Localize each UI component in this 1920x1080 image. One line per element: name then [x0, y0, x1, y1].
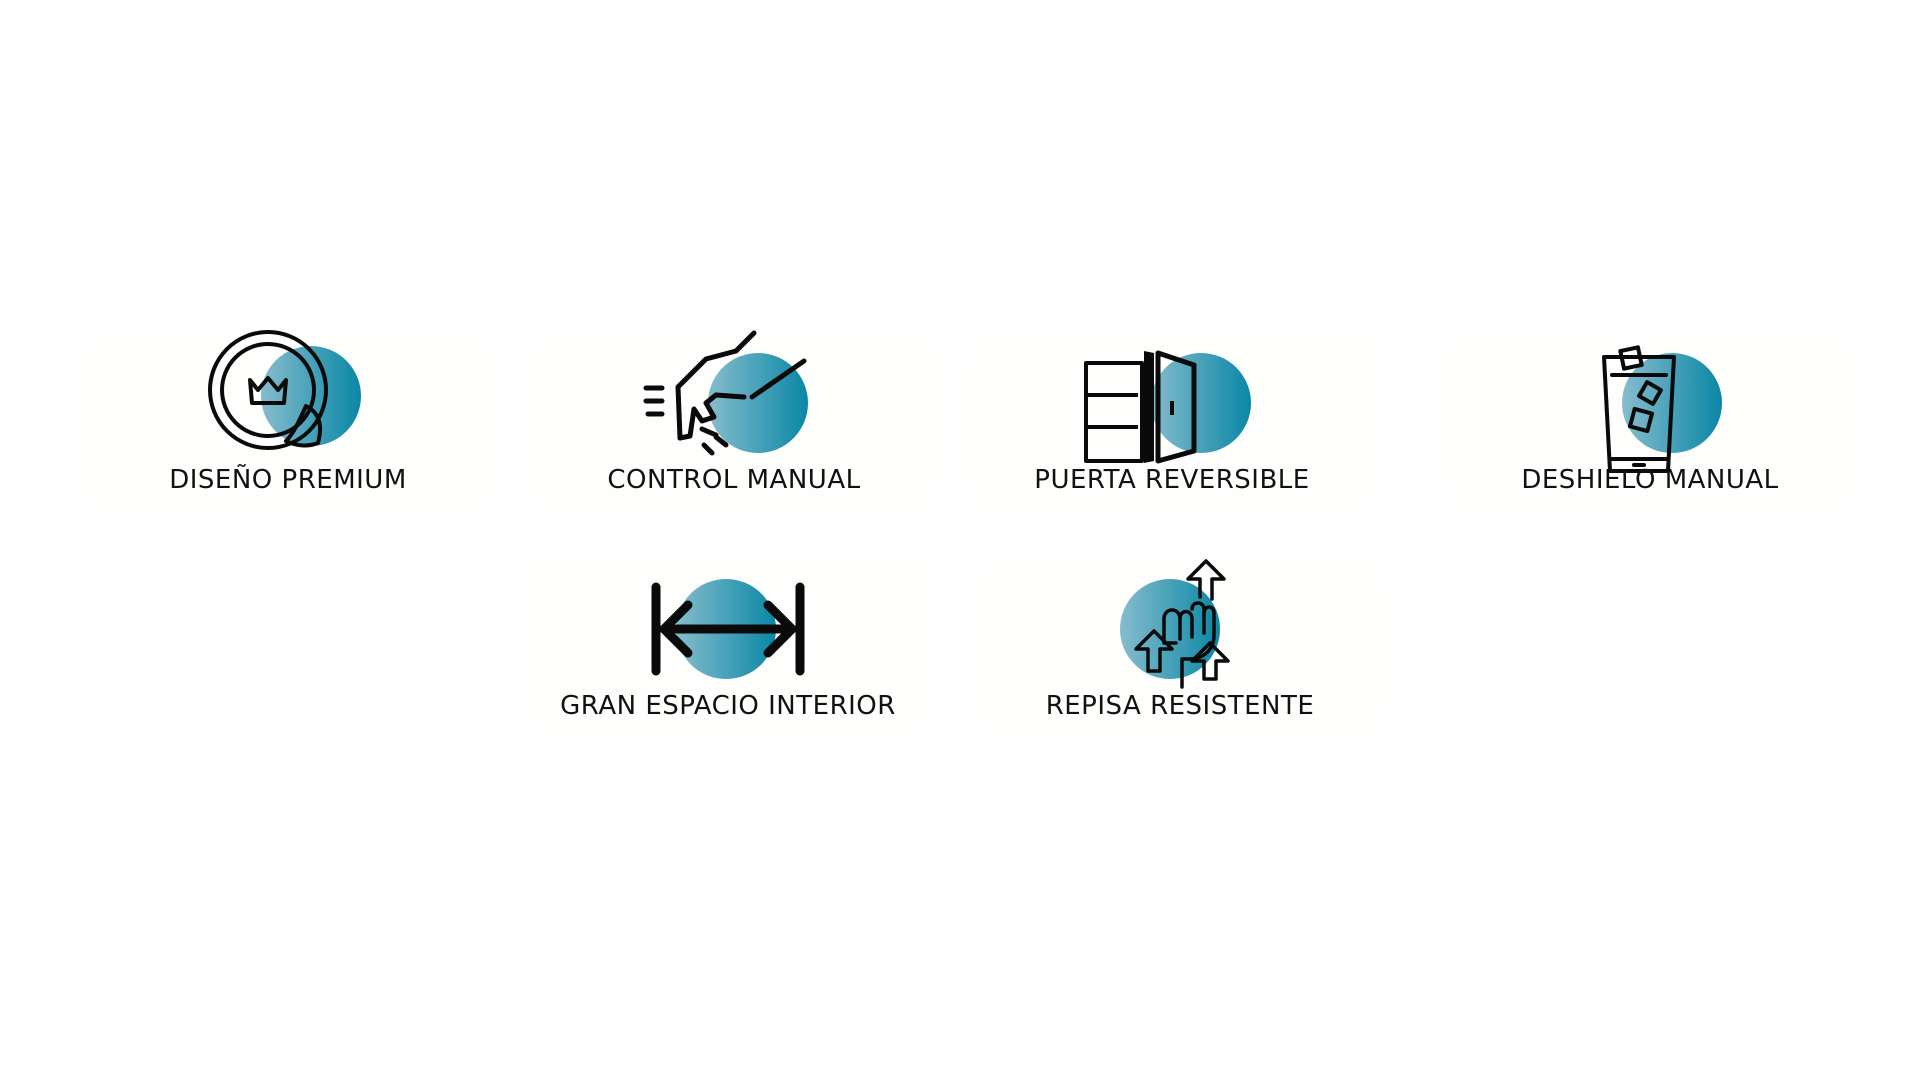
- feature-label: DISEÑO PREMIUM: [169, 465, 407, 495]
- feature-label: DESHIELO MANUAL: [1521, 465, 1779, 495]
- reversible-door-icon: [962, 325, 1382, 464]
- feature-card-diseno-premium: DISEÑO PREMIUM: [78, 325, 498, 515]
- hand-dial-icon: [524, 325, 944, 456]
- glass-ice-icon: [1440, 325, 1860, 473]
- feature-label: GRAN ESPACIO INTERIOR: [560, 691, 896, 721]
- feature-card-gran-espacio-interior: GRAN ESPACIO INTERIOR: [518, 551, 938, 741]
- feature-label: CONTROL MANUAL: [607, 465, 861, 495]
- wide-space-arrows-icon: [518, 551, 938, 681]
- feature-card-puerta-reversible: PUERTA REVERSIBLE: [962, 325, 1382, 515]
- feature-card-control-manual: CONTROL MANUAL: [524, 325, 944, 515]
- feature-card-deshielo-manual: DESHIELO MANUAL: [1440, 325, 1860, 515]
- strong-shelf-icon: [970, 551, 1390, 689]
- premium-badge-icon: [78, 325, 498, 455]
- feature-label: PUERTA REVERSIBLE: [1034, 465, 1310, 495]
- feature-label: REPISA RESISTENTE: [1045, 691, 1315, 721]
- feature-card-repisa-resistente: REPISA RESISTENTE: [970, 551, 1390, 741]
